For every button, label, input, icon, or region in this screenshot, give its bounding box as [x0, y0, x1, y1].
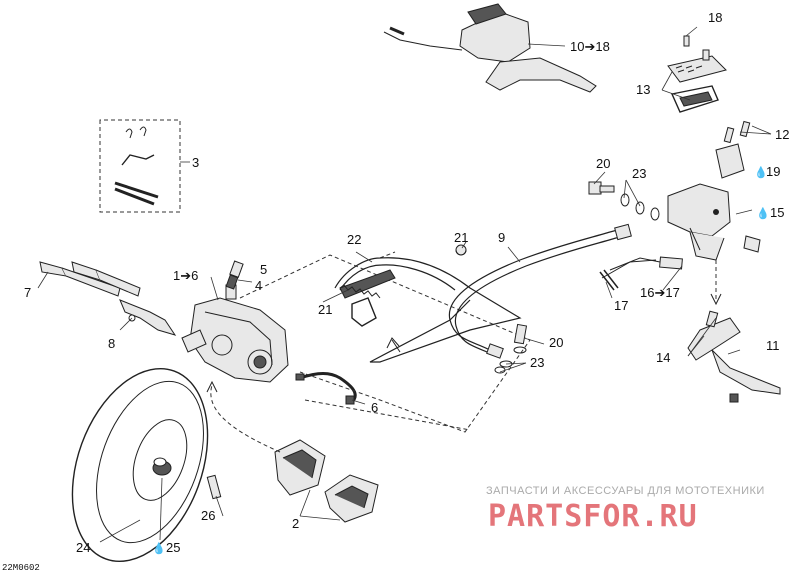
- label-6: 6: [371, 400, 378, 415]
- figure-reference: 22M0602: [2, 563, 40, 573]
- master-cylinder-right: [667, 183, 761, 261]
- label-19: 19: [766, 164, 780, 179]
- handlebar-clamp: [715, 120, 751, 179]
- drop-icon: 💧: [756, 207, 770, 220]
- leader-lines: [37, 26, 772, 543]
- label-15: 15: [770, 205, 784, 220]
- caliper-hose: [295, 372, 357, 405]
- caliper-bolts: [39, 261, 141, 297]
- label-10-18: 10➔18: [570, 39, 610, 54]
- caliper-pin-kit: [99, 119, 190, 213]
- caliper-bracket: [119, 299, 177, 336]
- brake-disc: [71, 367, 209, 563]
- watermark-brand: PARTSFOR.RU: [488, 499, 698, 534]
- banjo-bolt-upper: [588, 181, 660, 221]
- label-12: 12: [775, 127, 789, 142]
- label-20-upper: 20: [596, 156, 610, 171]
- label-23-lower: 23: [530, 355, 544, 370]
- label-13: 13: [636, 82, 650, 97]
- drop-icon: 💧: [754, 166, 768, 179]
- brake-hose-guard: [334, 244, 522, 363]
- label-25: 25: [166, 540, 180, 555]
- label-11: 11: [766, 338, 780, 353]
- brake-lever-right: [687, 310, 781, 403]
- label-23-upper: 23: [632, 166, 646, 181]
- label-14: 14: [656, 350, 670, 365]
- drop-icon: 💧: [152, 542, 166, 555]
- label-3: 3: [192, 155, 199, 170]
- label-24: 24: [76, 540, 90, 555]
- label-2: 2: [292, 516, 299, 531]
- brake-caliper: [181, 284, 289, 383]
- label-20-lower: 20: [549, 335, 563, 350]
- assembly-outline: [239, 251, 531, 433]
- label-26: 26: [201, 508, 215, 523]
- label-1-6: 1➔6: [173, 268, 198, 283]
- brake-pads: [274, 439, 379, 523]
- brake-switch: [599, 256, 683, 291]
- callouts: 10➔18 18 13 12 💧 19 💧 15 20 23 9 21 22 2…: [2, 10, 789, 573]
- watermark: ЗАПЧАСТИ И АКСЕССУАРЫ ДЛЯ МОТОТЕХНИКИ PA…: [486, 485, 765, 534]
- label-5: 5: [260, 262, 267, 277]
- label-8: 8: [108, 336, 115, 351]
- label-17: 17: [614, 298, 628, 313]
- label-7: 7: [24, 285, 31, 300]
- label-18: 18: [708, 10, 722, 25]
- master-cylinder-top: [383, 3, 597, 93]
- reservoir-cap: [667, 35, 727, 113]
- pin: [206, 474, 222, 500]
- label-21-lower: 21: [318, 302, 332, 317]
- label-16-17: 16➔17: [640, 285, 680, 300]
- label-9: 9: [498, 230, 505, 245]
- label-22: 22: [347, 232, 361, 247]
- label-21-upper: 21: [454, 230, 468, 245]
- watermark-tagline: ЗАПЧАСТИ И АКСЕССУАРЫ ДЛЯ МОТОТЕХНИКИ: [486, 485, 765, 497]
- bleeder-screw: [225, 260, 244, 290]
- brake-line: [448, 223, 632, 359]
- label-4: 4: [255, 278, 262, 293]
